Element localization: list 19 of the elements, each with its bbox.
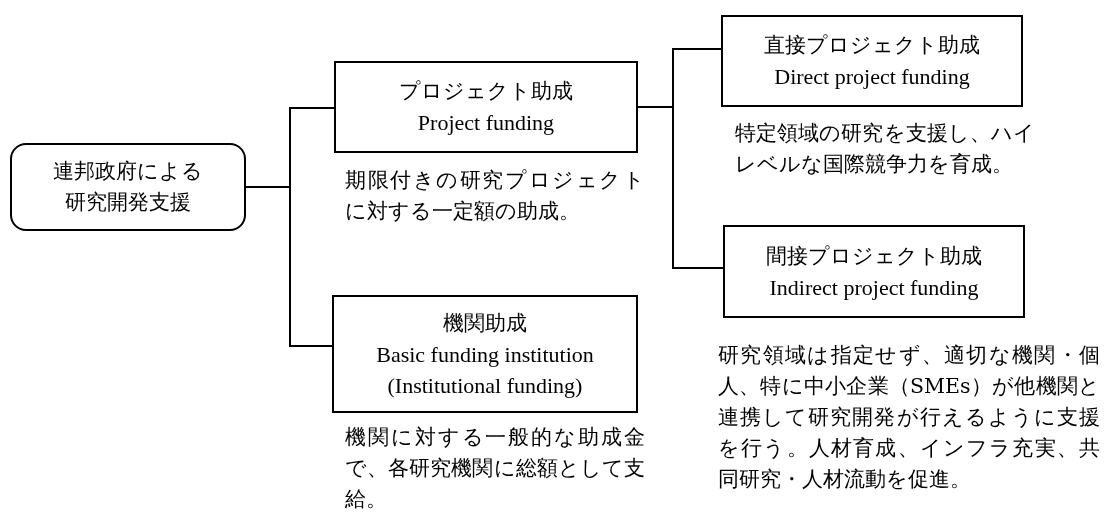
box-title: 間接プロジェクト助成 (766, 242, 982, 270)
description-text: 研究領域は指定せず、適切な機関・個人、特に中小企業（SMEs）が他機関と連携して研究開発が行えるように支援を行う。人材育成、インフラ充実、共同研究・人材流動を促進。 (718, 342, 1100, 493)
connector-line (637, 106, 724, 269)
rounded-box (10, 143, 246, 231)
description-text: 機関に対する一般的な助成金で、各研究機関に総額として支給。 (345, 424, 645, 513)
description-text: 特定領域の研究を支援し、ハイレベルな国際競争力を育成。 (735, 120, 1035, 178)
box-subtitle: Indirect project funding (769, 273, 979, 302)
box-title: 機関助成 (443, 309, 527, 337)
box-subtitle: Basic funding institution (Institutional funding) (375, 340, 595, 400)
process-box (723, 225, 1025, 318)
process-box (334, 61, 638, 153)
process-box (332, 295, 638, 413)
box-title: プロジェクト助成 (399, 78, 573, 105)
box-subtitle: Direct project funding (774, 63, 970, 91)
box-title: 連邦政府による研究開発支援 (53, 158, 203, 216)
description-text: 期限付きの研究プロジェクトに対する一定額の助成。 (345, 167, 645, 225)
process-box (721, 15, 1023, 107)
box-subtitle: Project funding (417, 109, 555, 137)
box-title: 直接プロジェクト助成 (764, 32, 980, 59)
